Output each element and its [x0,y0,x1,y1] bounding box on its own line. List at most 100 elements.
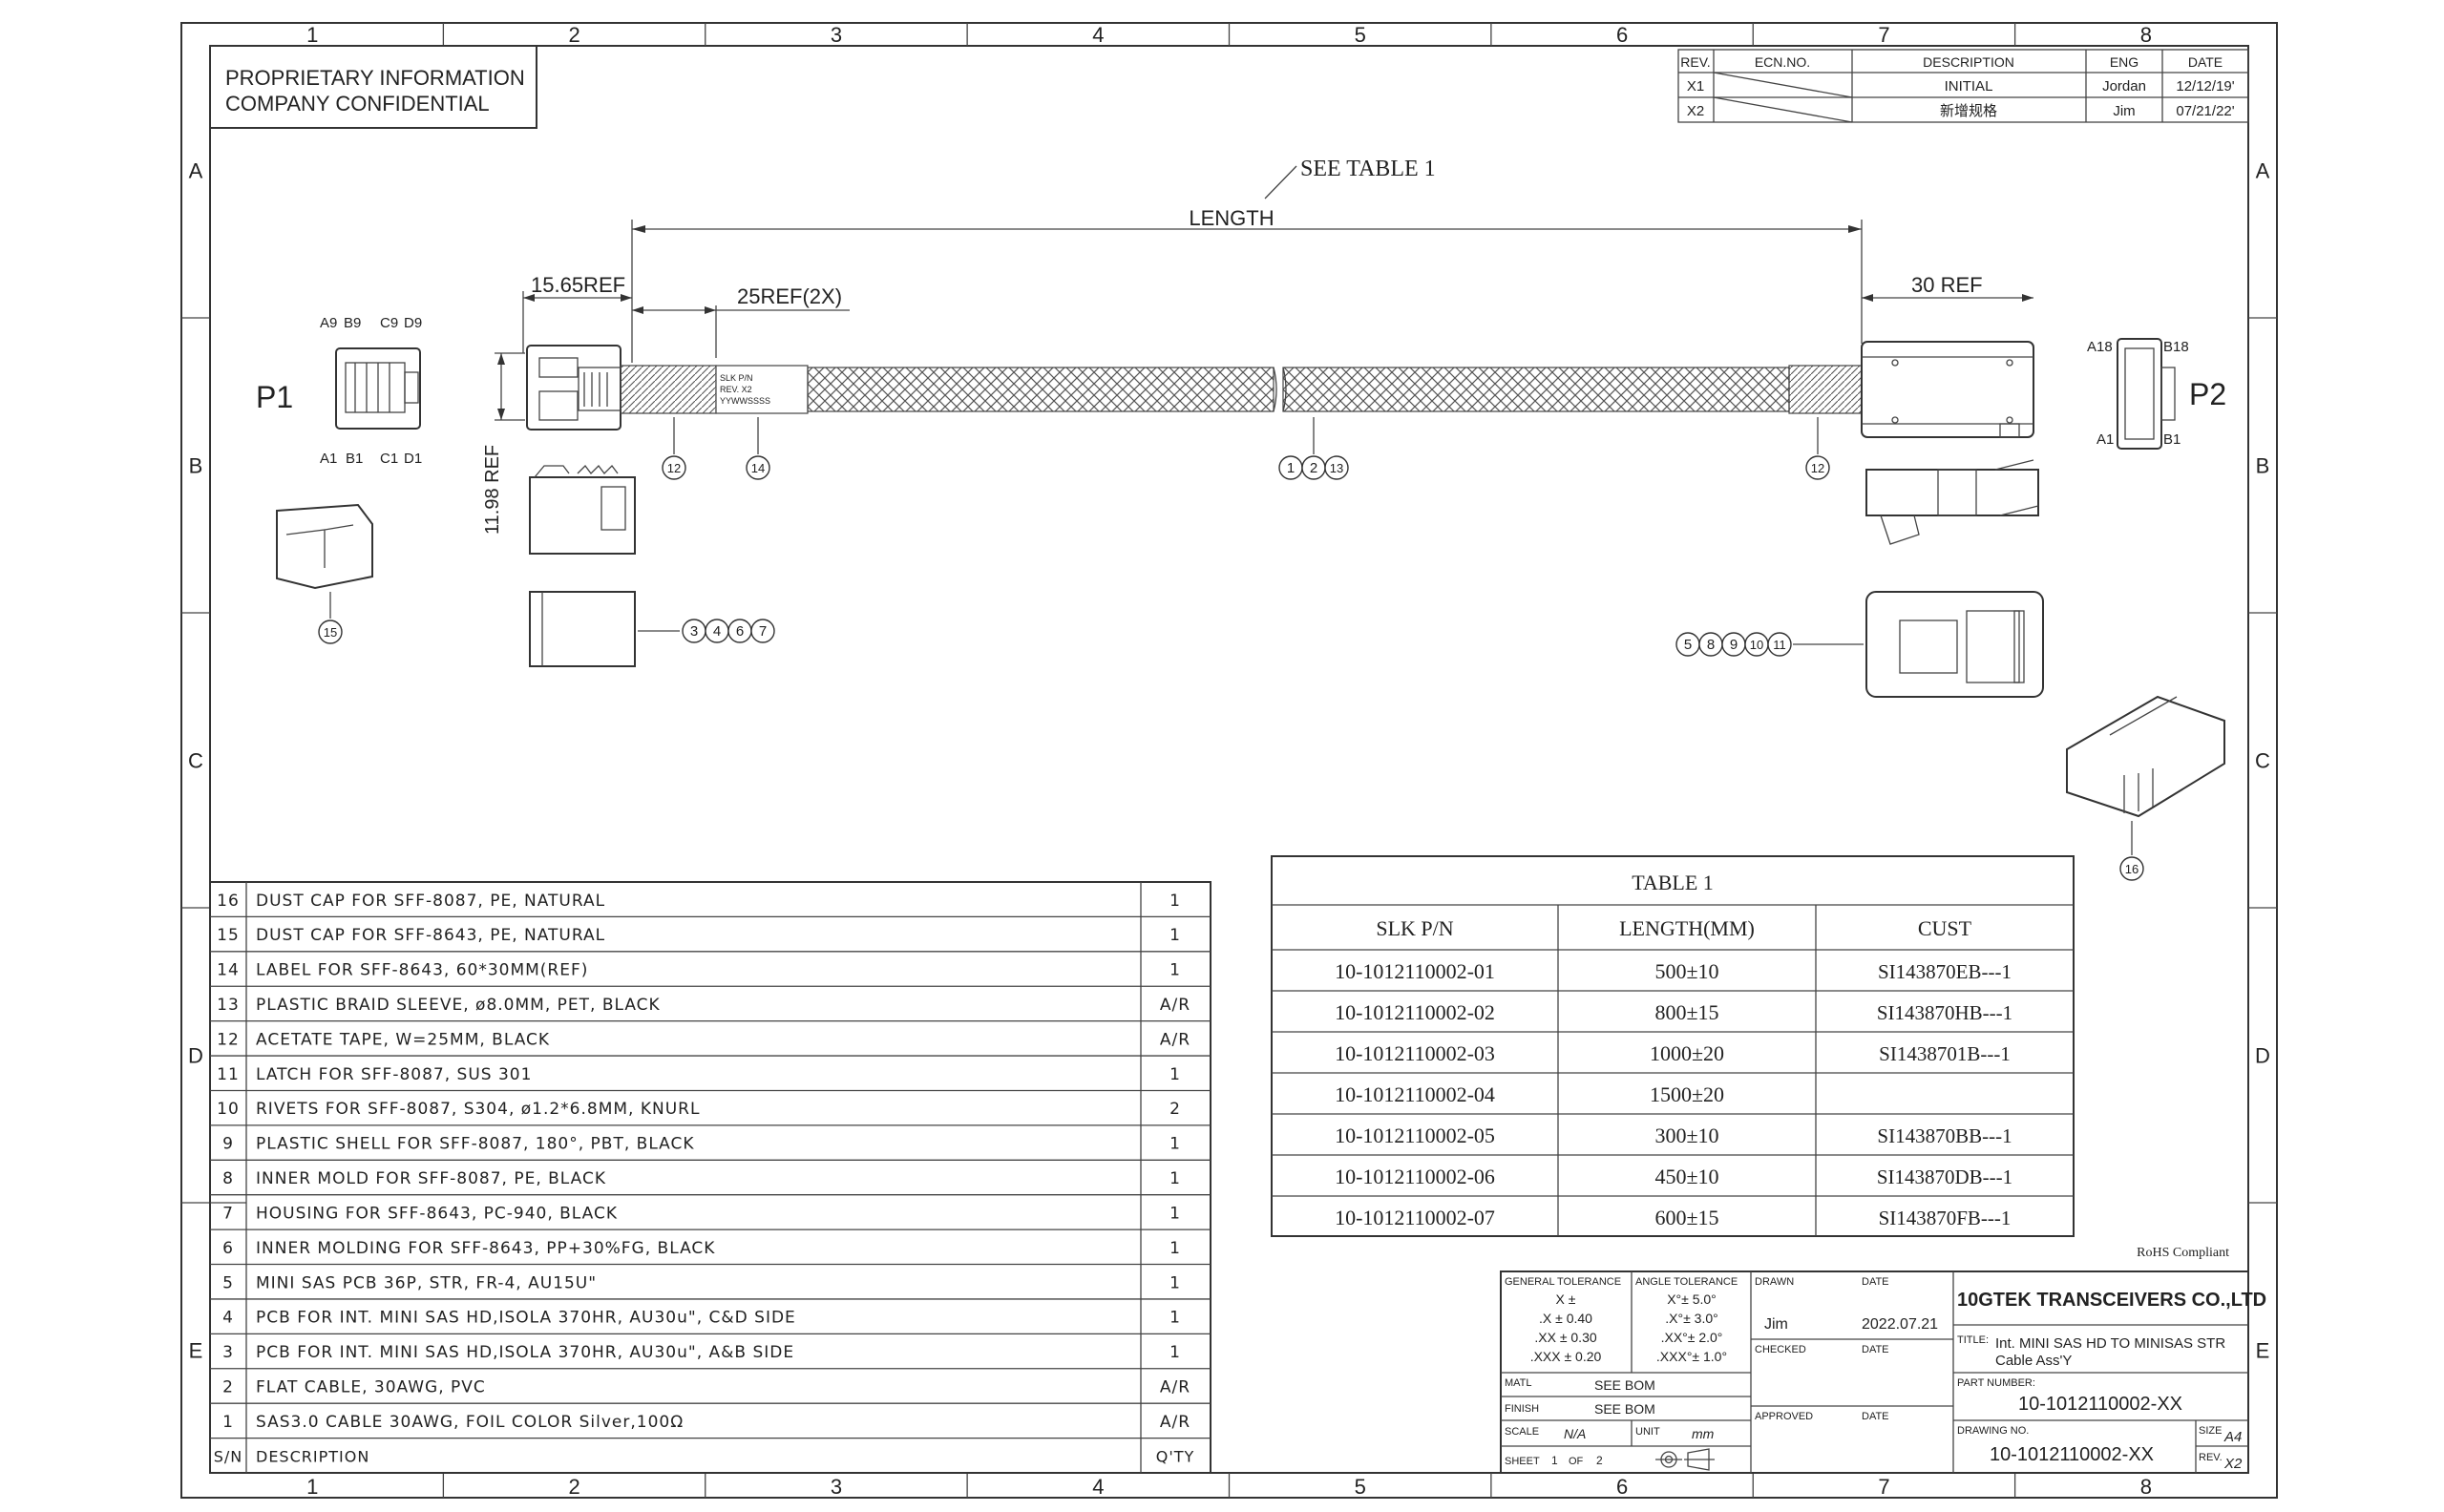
p1-pin-a9: A9 [320,315,337,331]
callout-c12_right: 12 [1811,461,1824,475]
p2-dust-cap [2066,695,2225,818]
table1-part-number: 10-1012110002-05 [1335,1124,1495,1147]
checked-date-label: DATE [1862,1344,1889,1355]
bom-item-number: 2 [222,1378,234,1397]
callout-c14: 14 [751,461,765,475]
table-1-length-options: TABLE 1 SLK P/N LENGTH(MM) CUST 10-10121… [1271,855,2229,1260]
title-line1: Int. MINI SAS HD TO MINISAS STR [1995,1335,2225,1352]
acetate-tape-left [620,365,717,414]
proprietary-line1: PROPRIETARY INFORMATION [225,66,525,90]
bom-item-number: 15 [217,926,240,945]
proprietary-line2: COMPANY CONFIDENTIAL [225,92,490,116]
table1-length: 500±10 [1654,959,1718,983]
finish-label: FINISH [1505,1403,1539,1415]
table1-cust: SI1438701B---1 [1879,1042,2011,1065]
bom-item-number: 11 [217,1065,240,1084]
bom-item-description: PCB FOR INT. MINI SAS HD,ISOLA 370HR, AU… [256,1343,794,1362]
callout-c7: 7 [759,623,767,640]
bom-item-qty: 1 [1169,1135,1181,1154]
unit-value: mm [1692,1426,1715,1441]
table1-part-number: 10-1012110002-06 [1335,1165,1495,1188]
bom-item-qty: 1 [1169,892,1181,911]
frame-column-top: 7 [1878,23,1889,47]
frame-column-bottom: 2 [568,1475,579,1499]
bom-item-description: LABEL FOR SFF-8643, 60*30MM(REF) [256,961,588,980]
dim-30-ref: 30 REF [1911,273,1983,297]
size-label: SIZE [2199,1425,2222,1437]
braid-sleeve-right [1282,367,1790,412]
p1-connector-face [335,347,421,430]
acetate-tape-right [1788,365,1863,414]
drawing-number: 10-1012110002-XX [1990,1444,2154,1465]
tol-x1: .X ± 0.40 [1539,1311,1592,1326]
rohs-compliant-note: RoHS Compliant [2137,1246,2229,1260]
unit-label: UNIT [1635,1426,1660,1438]
table1-length: 1500±20 [1650,1082,1724,1106]
bom-footer-qty: Q'TY [1156,1447,1195,1465]
drawn-by: Jim [1764,1316,1788,1333]
bom-item-number: 9 [222,1135,234,1154]
bom-item-qty: 1 [1169,1273,1181,1292]
scale-value: N/A [1564,1426,1586,1441]
p1-dust-cap [276,503,373,590]
callout-c13: 13 [1330,461,1343,475]
callout-c3: 3 [690,623,698,640]
proprietary-box: PROPRIETARY INFORMATION COMPANY CONFIDEN… [209,45,537,129]
tol-x3: .XXX ± 0.20 [1530,1349,1602,1364]
bom-item-qty: 2 [1169,1100,1181,1119]
table1-title: TABLE 1 [1632,871,1714,894]
p2-pin-a1: A1 [2096,431,2114,448]
finish-value: SEE BOM [1594,1401,1655,1417]
approved-label: APPROVED [1755,1411,1813,1422]
bom-item-qty: 1 [1169,961,1181,980]
rev-value: X2 [2223,1456,2243,1472]
bom-item-number: 7 [222,1204,234,1223]
bom-item-number: 8 [222,1169,234,1188]
callout-c9: 9 [1730,637,1738,653]
table1-length: 600±15 [1654,1206,1718,1229]
frame-column-bottom: 4 [1092,1475,1104,1499]
table1-part-number: 10-1012110002-02 [1335,1000,1495,1024]
frame-column-top: 8 [2140,23,2152,47]
tol-x: X ± [1556,1292,1576,1307]
table1-part-number: 10-1012110002-03 [1335,1041,1495,1065]
frame-row-right: E [2256,1339,2270,1363]
bom-item-description: RIVETS FOR SFF-8087, S304, ø1.2*6.8MM, K… [256,1100,700,1119]
p1-label: P1 [256,380,293,414]
dim-11-98-ref: 11.98 REF [482,445,503,535]
frame-column-top: 2 [568,23,579,47]
rev-header-description: DESCRIPTION [1923,54,2014,70]
length-dimension-label: LENGTH [1189,206,1274,230]
dim-25-ref-2x: 25REF(2X) [737,284,842,308]
label-sticker [715,365,809,414]
p2-connector-side-view [1861,341,2034,438]
bom-item-qty: 1 [1169,1343,1181,1362]
sheet-label: SHEET [1505,1456,1540,1467]
bom-item-qty: A/R [1160,996,1190,1015]
tol-x2: .XX ± 0.30 [1534,1330,1596,1345]
table1-cust: SI143870BB---1 [1877,1124,2012,1147]
frame-row-right: C [2255,749,2270,773]
company-name: 10GTEK TRANSCEIVERS CO.,LTD [1957,1290,2266,1311]
bom-item-qty: A/R [1160,1378,1190,1397]
rev-label: REV. [2199,1452,2223,1463]
frame-column-bottom: 5 [1355,1475,1366,1499]
title-label: TITLE: [1957,1334,1989,1346]
p2-pin-a18: A18 [2087,339,2113,355]
frame-column-top: 6 [1616,23,1628,47]
bom-item-number: 6 [222,1239,234,1258]
frame-row-right: B [2256,454,2270,478]
ang-x1: .X°± 3.0° [1665,1311,1717,1326]
table1-cust: SI143870DB---1 [1877,1166,2012,1188]
rev-header-rev: REV. [1680,54,1710,70]
ang-x: X°± 5.0° [1667,1292,1717,1307]
title-line2: Cable Ass'Y [1995,1353,2072,1369]
callout-c4: 4 [713,623,721,640]
bom-item-description: INNER MOLDING FOR SFF-8643, PP+30%FG, BL… [256,1239,715,1258]
bom-item-qty: A/R [1160,1030,1190,1049]
bom-item-description: DUST CAP FOR SFF-8087, PE, NATURAL [256,892,605,911]
sheet-of-label: OF [1569,1456,1584,1467]
bom-item-description: DUST CAP FOR SFF-8643, PE, NATURAL [256,926,605,945]
label-line2: REV. X2 [720,385,752,394]
